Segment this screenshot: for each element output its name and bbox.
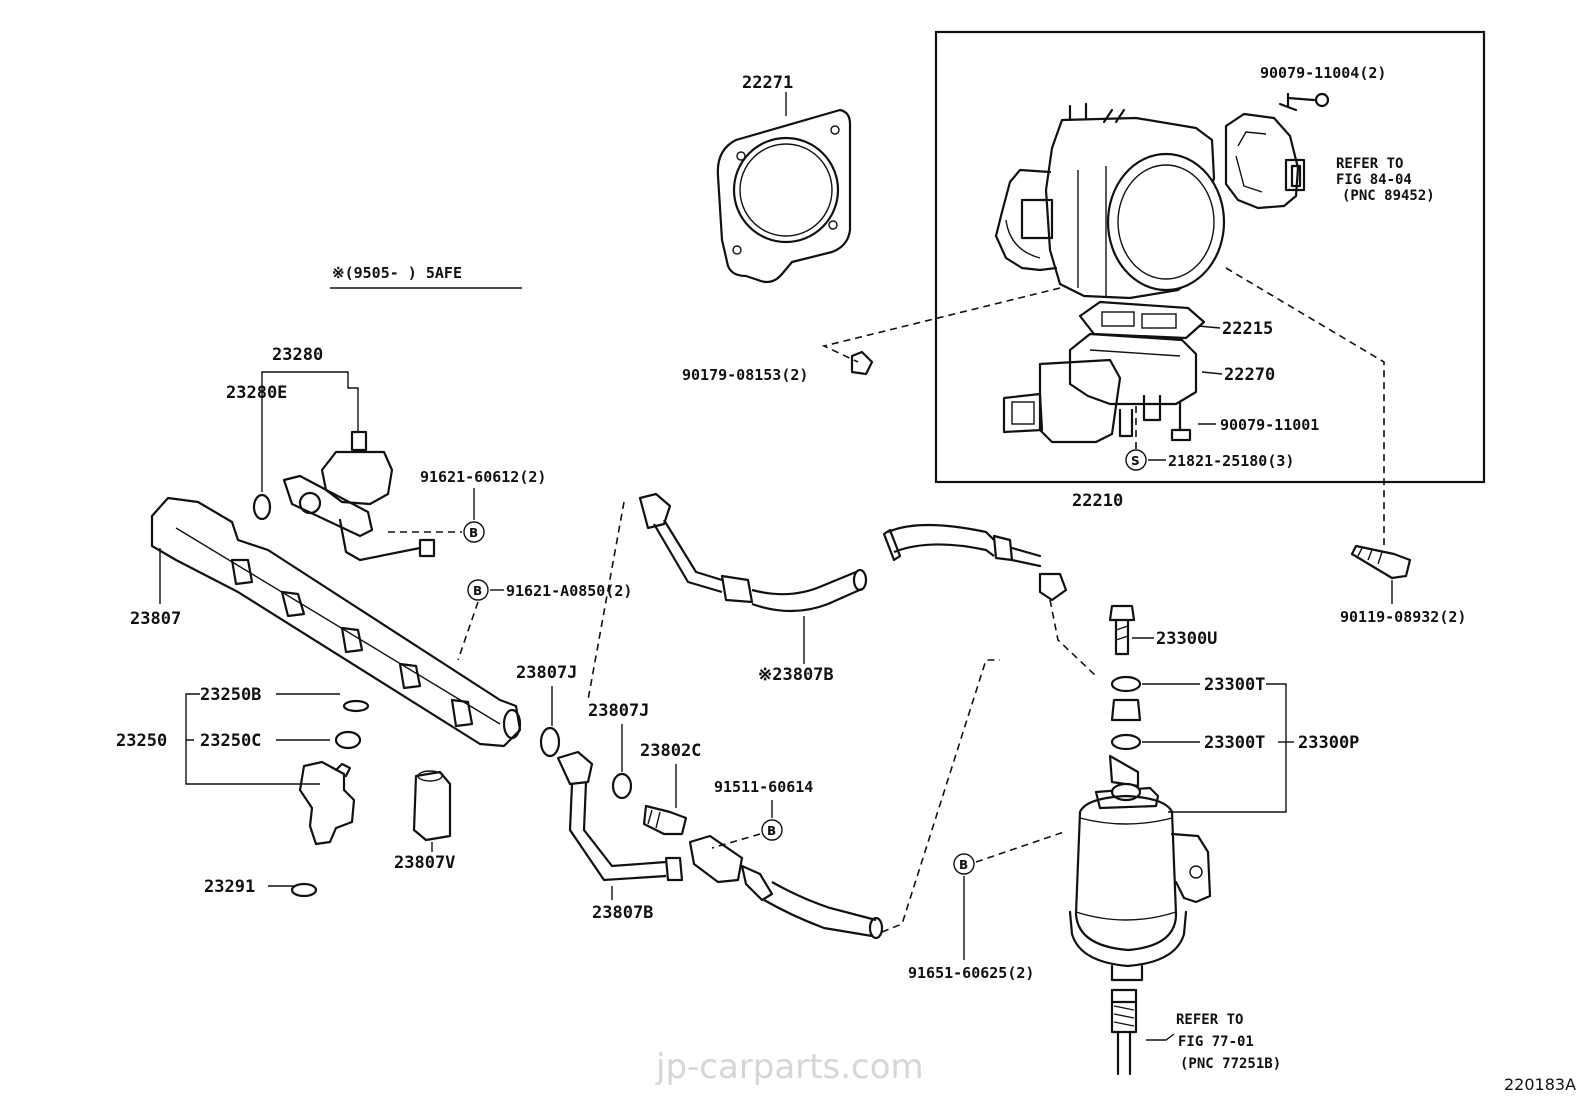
label-23300t-1: 23300T bbox=[1204, 675, 1265, 695]
ref-84-line3: (PNC 89452) bbox=[1342, 188, 1435, 204]
label-23802c: 23802C bbox=[640, 741, 701, 761]
screw-90079-11004[interactable] bbox=[1278, 92, 1330, 112]
symbol-b-bolt: B bbox=[761, 819, 783, 841]
insulator-23291[interactable] bbox=[290, 882, 318, 898]
throttle-body[interactable] bbox=[994, 102, 1226, 300]
nut-90179-08153[interactable] bbox=[850, 350, 874, 376]
label-22215: 22215 bbox=[1222, 319, 1273, 339]
label-23280e: 23280E bbox=[226, 383, 287, 403]
label-23807b-top: ※23807B bbox=[758, 665, 834, 685]
label-23807j-1: 23807J bbox=[516, 663, 577, 683]
union-23300[interactable] bbox=[1110, 698, 1142, 722]
label-91651-60625: 91651-60625(2) bbox=[908, 964, 1034, 982]
svg-text:B: B bbox=[959, 858, 968, 872]
grommet-23250c[interactable] bbox=[334, 730, 362, 750]
o-ring-23807j-2[interactable] bbox=[611, 772, 633, 800]
fuel-injector[interactable] bbox=[298, 760, 356, 846]
label-23300t-2: 23300T bbox=[1204, 733, 1265, 753]
label-90179-08153: 90179-08153(2) bbox=[682, 366, 808, 384]
label-23291: 23291 bbox=[204, 877, 255, 897]
bolt-23300u[interactable] bbox=[1108, 604, 1136, 656]
symbol-b-filter: B bbox=[953, 853, 975, 875]
fuel-return-hose[interactable] bbox=[688, 834, 884, 940]
bolt-90119-08932[interactable] bbox=[1350, 544, 1412, 580]
svg-text:S: S bbox=[1131, 454, 1140, 468]
symbol-s: S bbox=[1125, 449, 1147, 471]
fuel-filter[interactable] bbox=[1068, 754, 1212, 982]
label-23807j-2: 23807J bbox=[588, 701, 649, 721]
fuel-hose-bottom[interactable] bbox=[556, 750, 684, 882]
filter-outlet-fitting[interactable] bbox=[1110, 988, 1138, 1076]
o-ring-23250b[interactable] bbox=[342, 699, 370, 713]
ref-84-line2: FIG 84-04 bbox=[1336, 172, 1412, 188]
label-23250: 23250 bbox=[116, 731, 167, 751]
label-90079-11001: 90079-11001 bbox=[1220, 416, 1319, 434]
model-note: ※(9505- ) 5AFE bbox=[332, 264, 462, 282]
gasket-23300t-1[interactable] bbox=[1110, 675, 1142, 693]
ref-77-line2: FIG 77-01 bbox=[1178, 1034, 1254, 1050]
svg-text:B: B bbox=[767, 824, 776, 838]
label-23807: 23807 bbox=[130, 609, 181, 629]
label-23250c: 23250C bbox=[200, 731, 261, 751]
union-bolt-23802c[interactable] bbox=[642, 804, 688, 836]
symbol-b-pipe: B bbox=[467, 579, 489, 601]
o-ring-23280e[interactable] bbox=[252, 493, 272, 521]
idle-air-control-valve[interactable] bbox=[1002, 332, 1198, 444]
label-90079-11004: 90079-11004(2) bbox=[1260, 64, 1386, 82]
label-90119-08932: 90119-08932(2) bbox=[1340, 608, 1466, 626]
label-21821-25180: 21821-25180(3) bbox=[1168, 452, 1294, 470]
watermark: jp-carparts.com bbox=[655, 1047, 924, 1087]
fuel-hose-filter-inlet[interactable] bbox=[882, 523, 1068, 602]
screw-90079-11001[interactable] bbox=[1170, 400, 1192, 442]
ref-77-line1: REFER TO bbox=[1176, 1012, 1243, 1028]
label-23807v: 23807V bbox=[394, 853, 455, 873]
label-91511-60614: 91511-60614 bbox=[714, 778, 813, 796]
throttle-position-sensor[interactable] bbox=[1224, 112, 1306, 210]
figure-code: 220183A bbox=[1504, 1075, 1576, 1094]
gasket-22215[interactable] bbox=[1078, 300, 1206, 340]
gasket-22271[interactable] bbox=[716, 108, 852, 284]
symbol-b-regulator: B bbox=[463, 521, 485, 543]
label-23807b-bottom: 23807B bbox=[592, 903, 653, 923]
label-23250b: 23250B bbox=[200, 685, 261, 705]
o-ring-23807j-1[interactable] bbox=[539, 726, 561, 758]
label-23280: 23280 bbox=[272, 345, 323, 365]
throttle-body-group-box bbox=[934, 30, 1486, 484]
spacer-23807v[interactable] bbox=[412, 770, 452, 842]
svg-text:B: B bbox=[469, 526, 478, 540]
fuel-hose-top[interactable] bbox=[638, 492, 868, 613]
gasket-23300t-2[interactable] bbox=[1110, 733, 1142, 751]
label-23300p: 23300P bbox=[1298, 733, 1359, 753]
fuel-delivery-pipe[interactable] bbox=[150, 496, 522, 748]
svg-text:B: B bbox=[473, 584, 482, 598]
label-91621-60612: 91621-60612(2) bbox=[420, 468, 546, 486]
ref-77-line3: (PNC 77251B) bbox=[1180, 1056, 1281, 1072]
label-23300u: 23300U bbox=[1156, 629, 1217, 649]
label-22271: 22271 bbox=[742, 73, 793, 93]
label-22270: 22270 bbox=[1224, 365, 1275, 385]
label-91621-a0850: 91621-A0850(2) bbox=[506, 582, 632, 600]
fuel-pressure-regulator[interactable] bbox=[282, 430, 436, 562]
ref-84-line1: REFER TO bbox=[1336, 156, 1403, 172]
label-22210: 22210 bbox=[1072, 491, 1123, 511]
